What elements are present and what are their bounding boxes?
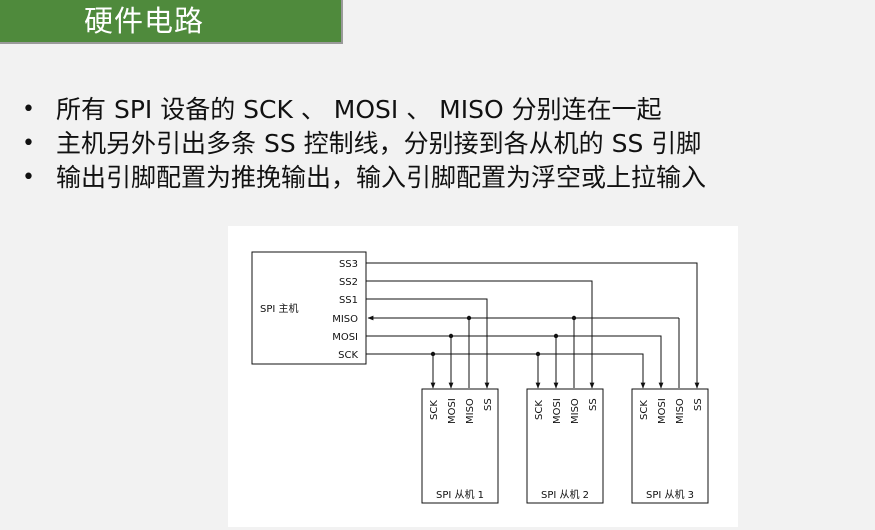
slave-1-pin-ss: SS <box>483 398 494 411</box>
bullet-text: 主机另外引出多条 SS 控制线，分别接到各从机的 SS 引脚 <box>56 129 702 158</box>
bullet-dot-icon: • <box>22 97 35 122</box>
wire-ss2 <box>366 280 595 389</box>
slave-2-box <box>526 388 604 504</box>
slave-3-pin-sck: SCK <box>639 400 650 420</box>
master-pin-ss2: SS2 <box>339 277 358 288</box>
master-pin-ss1: SS1 <box>339 295 358 306</box>
wire-ss1 <box>366 298 490 389</box>
spi-diagram-svg: SPI 主机 SS3 SS2 SS1 MISO MOSI SCK <box>251 251 709 504</box>
bullet-text: 所有 SPI 设备的 SCK 、 MOSI 、 MISO 分别连在一起 <box>56 95 662 124</box>
slave-2-pin-mosi: MOSI <box>552 398 563 424</box>
junction-dot <box>553 333 559 339</box>
slave-1-pin-mosi: MOSI <box>447 398 458 424</box>
bullet-list: • 所有 SPI 设备的 SCK 、 MOSI 、 MISO 分别连在一起 • 主机… <box>18 93 706 195</box>
spi-wiring-diagram: SPI 主机 SS3 SS2 SS1 MISO MOSI SCK <box>228 226 738 527</box>
junction-dot <box>571 315 577 321</box>
slide-title-bar: 硬件电路 <box>0 0 343 44</box>
wire-mosi-bus <box>366 335 664 389</box>
slave-3-pin-mosi: MOSI <box>657 398 668 424</box>
slave-3-box <box>631 388 709 504</box>
master-pin-miso: MISO <box>332 314 358 325</box>
bullet-dot-icon: • <box>22 165 35 190</box>
slave-3-pin-miso: MISO <box>675 398 686 424</box>
master-pin-sck: SCK <box>338 350 358 361</box>
slave-1-label: SPI 从机 1 <box>436 488 484 501</box>
slave-3-label: SPI 从机 3 <box>646 488 694 501</box>
junction-dot <box>430 351 436 357</box>
bullet-item: • 所有 SPI 设备的 SCK 、 MOSI 、 MISO 分别连在一起 <box>18 93 706 127</box>
bullet-item: • 主机另外引出多条 SS 控制线，分别接到各从机的 SS 引脚 <box>18 127 706 161</box>
junction-dot <box>466 315 472 321</box>
slave-2-pin-miso: MISO <box>570 398 581 424</box>
slave-2-pin-sck: SCK <box>534 400 545 420</box>
slave-1-pin-miso: MISO <box>465 398 476 424</box>
wire-sck-bus <box>366 353 646 389</box>
wire-ss3 <box>366 262 700 389</box>
bullet-text: 输出引脚配置为推挽输出，输入引脚配置为浮空或上拉输入 <box>56 163 707 192</box>
master-pin-mosi: MOSI <box>332 332 358 343</box>
junction-dot <box>448 333 454 339</box>
bullet-item: • 输出引脚配置为推挽输出，输入引脚配置为浮空或上拉输入 <box>18 161 706 195</box>
master-label: SPI 主机 <box>260 302 299 315</box>
slave-2-pin-ss: SS <box>588 398 599 411</box>
junction-dot <box>535 351 541 357</box>
slave-2-label: SPI 从机 2 <box>541 488 589 501</box>
slave-1-box <box>421 388 499 504</box>
master-pin-ss3: SS3 <box>339 259 358 270</box>
slave-1-pin-sck: SCK <box>429 400 440 420</box>
slide-title: 硬件电路 <box>84 4 205 38</box>
bullet-dot-icon: • <box>22 131 35 156</box>
master-box <box>251 251 367 365</box>
slave-3-pin-ss: SS <box>693 398 704 411</box>
